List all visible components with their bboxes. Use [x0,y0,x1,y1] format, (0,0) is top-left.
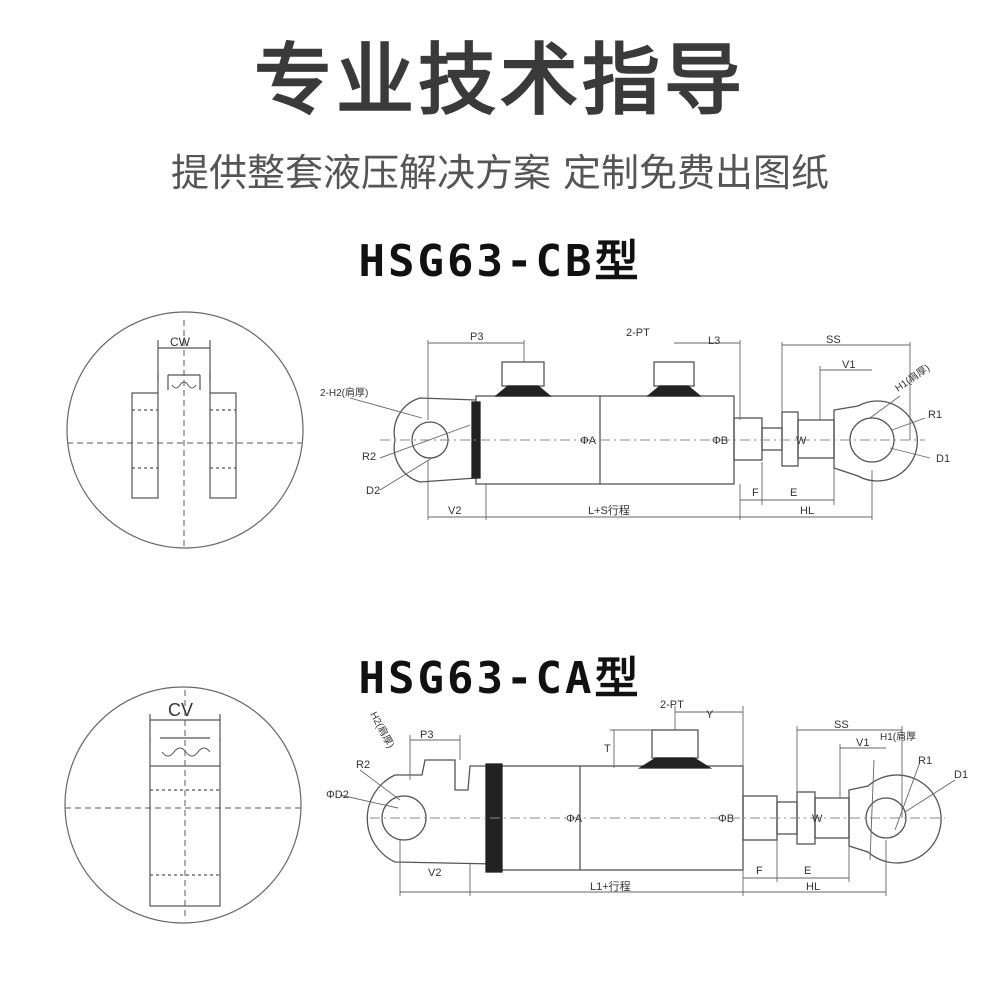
label-hl: HL [800,505,814,517]
label-cw: CW [170,335,191,349]
label-v2: V2 [448,505,461,517]
label-p3: P3 [470,331,483,343]
label-pt: 2-PT [626,327,650,339]
label-ca-h2: H2(肩厚) [367,709,397,750]
ca-dimensions [339,706,956,896]
label-ca-pt: 2-PT [660,699,684,711]
label-ls: L+S行程 [588,504,630,517]
model-title-ca: HSG63-CA型 [358,653,642,704]
diagram-cb: CW [66,311,950,549]
label-ca-t: T [604,743,611,755]
ca-cylinder [366,729,945,873]
label-e: E [790,487,797,499]
label-l3: L3 [708,335,720,347]
label-ca-phid2: ΦD2 [326,789,349,801]
label-ca-r1: R1 [918,755,932,767]
label-ca-phib: ΦB [718,813,734,825]
label-d1: D1 [936,453,950,465]
page-subtitle: 提供整套液压解决方案 定制免费出图纸 [170,151,830,195]
label-phib: ΦB [712,435,728,447]
label-ca-ss: SS [834,719,849,731]
label-ca-e: E [804,865,811,877]
label-h1: H1(肩厚) [892,361,932,394]
label-ca-r2: R2 [356,759,370,771]
label-phia: ΦA [580,435,597,447]
label-d2: D2 [366,485,380,497]
label-ca-d1: D1 [954,769,968,781]
label-v1: V1 [842,359,855,371]
label-ca-h1: H1(肩厚 [880,730,916,743]
label-ca-p3: P3 [420,729,433,741]
label-ca-f: F [756,865,763,877]
label-ca-phia: ΦA [566,813,583,825]
label-h2: 2-H2(肩厚) [320,386,368,399]
label-cv: CV [168,700,193,720]
cb-side-view [66,311,304,549]
label-ca-l1: L1+行程 [590,880,631,893]
label-ca-w: W [812,813,823,825]
ca-side-view [64,686,302,924]
model-title-cb: HSG63-CB型 [358,236,642,287]
diagram-ca: CV [64,686,968,924]
label-ca-v1: V1 [856,737,869,749]
cb-cylinder [380,361,925,485]
label-ca-hl: HL [806,881,820,893]
label-ca-v2: V2 [428,867,441,879]
label-ca-y: Y [706,709,714,721]
label-f: F [752,487,759,499]
page-title: 专业技术指导 [253,36,746,126]
cb-dimensions [349,340,931,520]
label-r1: R1 [928,409,942,421]
label-r2: R2 [362,451,376,463]
label-ss: SS [826,334,841,346]
label-w: W [796,435,807,447]
